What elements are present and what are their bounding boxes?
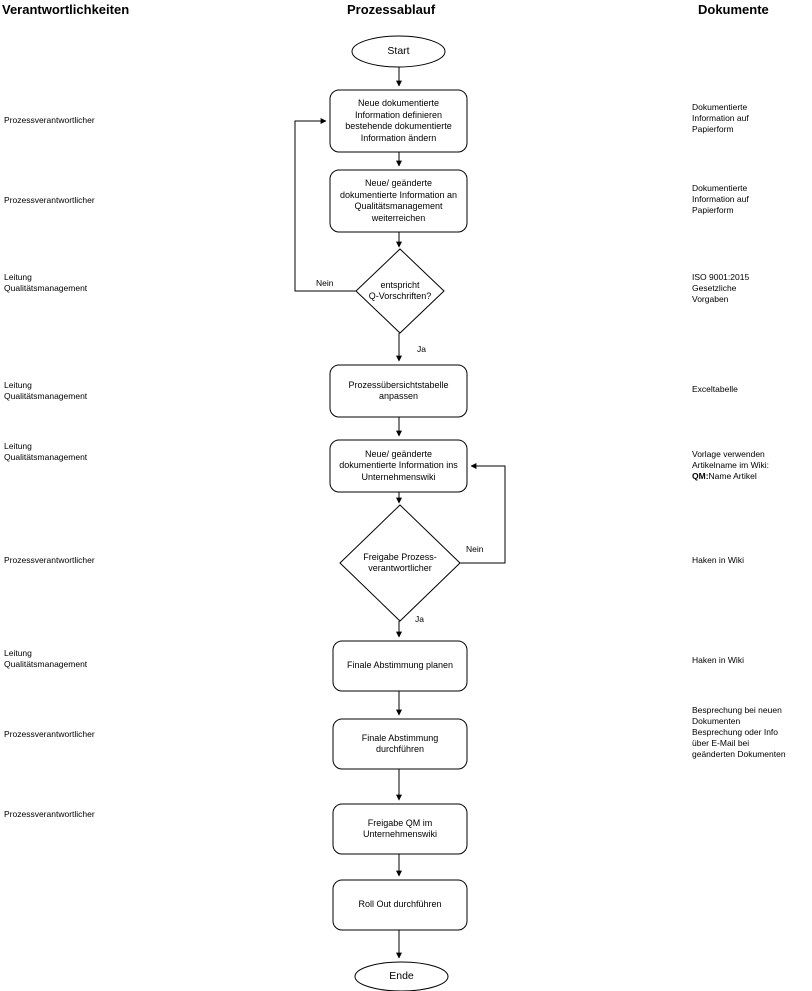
edge-label-edge-nein-1: Nein [316,278,334,288]
edge-label-edge-nein-2: Nein [466,544,484,554]
flow-node-step-1 [329,89,468,153]
document-label: Besprechung bei neuen Dokumenten Besprec… [692,705,786,759]
flow-node-step-6 [332,718,468,770]
document-label: Dokumentierte Information auf Papierform [692,183,749,215]
responsibility-label: Prozessverantwortlicher [4,555,95,565]
document-label: Haken in Wiki [692,555,744,565]
column-header-process: Prozessablauf [347,2,436,17]
responsibility-label: Prozessverantwortlicher [4,195,95,205]
flow-node-step-4 [329,439,468,493]
document-label: Vorlage verwenden Artikelname im Wiki: Q… [692,449,812,482]
responsibility-label: Prozessverantwortlicher [4,809,95,819]
flow-node-decision-1 [355,248,445,334]
flow-node-step-3 [329,364,468,418]
flow-node-step-8 [332,879,468,931]
flow-node-decision-2 [339,504,461,622]
responsibility-label: Prozessverantwortlicher [4,729,95,739]
edge-label-edge-ja-1: Ja [417,344,426,354]
document-label-suffix: Name Artikel [708,471,757,481]
responsibility-label: Leitung Qualitätsmanagement [4,648,88,669]
flow-node-step-7 [332,803,468,855]
document-label: Exceltabelle [692,384,738,394]
flow-node-step-2 [329,169,468,233]
document-label: ISO 9001:2015 Gesetzliche Vorgaben [692,272,750,304]
column-header-responsibilities: Verantwortlichkeiten [2,2,130,17]
responsibility-label: Leitung Qualitätsmanagement [4,441,88,462]
connector-decision2-nein-loop [460,463,506,564]
document-label-prefix-bold: QM: [692,471,709,481]
connector-decision1-nein-loop [294,118,356,292]
flow-node-end [354,961,449,991]
column-header-documents: Dokumente [698,2,769,17]
responsibility-label: Prozessverantwortlicher [4,115,95,125]
document-label-text: Vorlage verwenden Artikelname im Wiki: [692,449,769,470]
edge-label-edge-ja-2: Ja [415,614,424,624]
responsibility-label: Leitung Qualitätsmanagement [4,380,88,401]
document-label: Haken in Wiki [692,655,744,665]
flow-node-step-5 [332,640,468,692]
responsibility-label: Leitung Qualitätsmanagement [4,272,88,293]
document-label: Dokumentierte Information auf Papierform [692,102,749,134]
connectors [294,67,506,959]
flow-node-start [351,35,446,68]
